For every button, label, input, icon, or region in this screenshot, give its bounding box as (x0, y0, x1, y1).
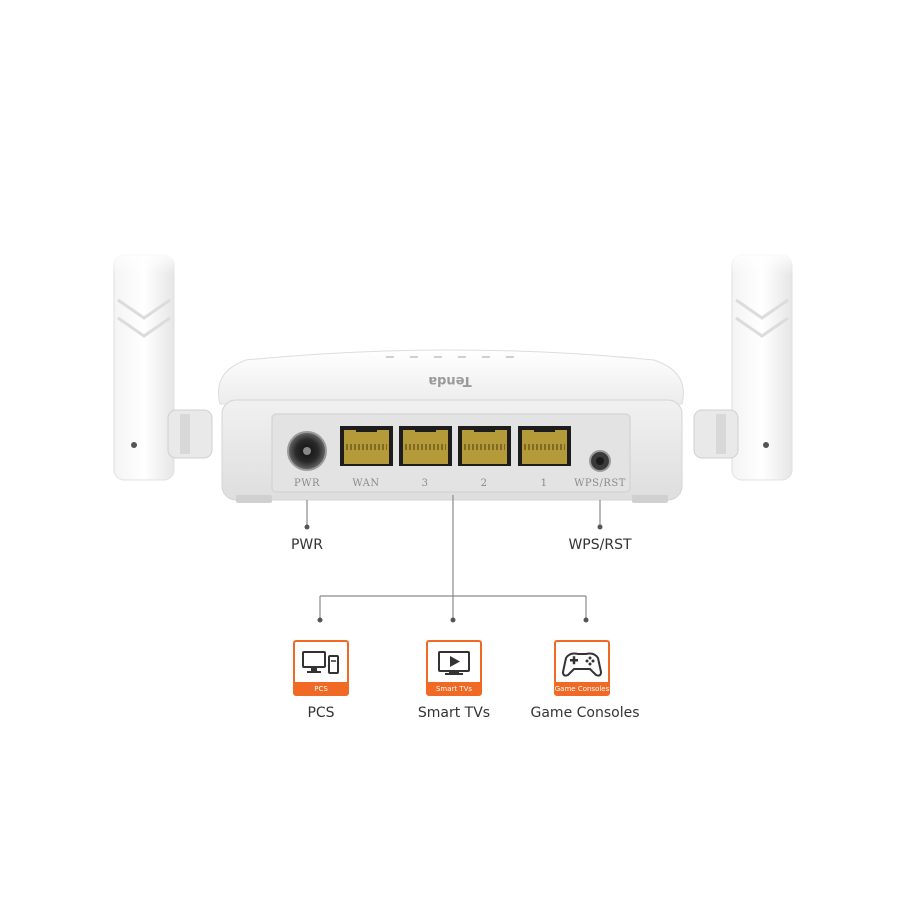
right-antenna (693, 250, 794, 481)
brand-logo: Tenda (428, 373, 471, 388)
port-label-wps-rst: WPS/RST (574, 478, 626, 489)
port-label-pwr: PWR (294, 478, 320, 489)
device-name-game-consoles: Game Consoles (531, 705, 640, 721)
device-name-pcs: PCS (307, 705, 334, 721)
callout-dots (304, 524, 603, 623)
port-label-1: 1 (541, 478, 548, 489)
tv-icon (438, 651, 470, 675)
tile-caption-game-consoles: Game Consoles (555, 685, 610, 693)
ethernet-port-2 (458, 426, 511, 466)
port-label-2: 2 (481, 478, 488, 489)
wps-rst-button (589, 450, 611, 472)
power-jack (287, 431, 327, 471)
gamepad-icon (561, 652, 603, 677)
port-label-wan: WAN (352, 478, 379, 489)
svg-text:Tenda: Tenda (428, 373, 471, 388)
ethernet-port-3 (399, 426, 452, 466)
wps-rst-callout-label: WPS/RST (568, 537, 632, 553)
left-antenna (112, 250, 213, 481)
device-tile-game-consoles: Game Consoles (554, 640, 610, 696)
tile-caption-pcs: PCS (314, 685, 328, 693)
pwr-callout-label: PWR (291, 537, 323, 553)
port-label-3: 3 (422, 478, 429, 489)
ethernet-port-wan (340, 426, 393, 466)
device-tile-pcs: PCS (293, 640, 349, 696)
ethernet-port-1 (518, 426, 571, 466)
tile-caption-smart-tvs: Smart TVs (436, 685, 472, 693)
callout-lines (306, 495, 601, 620)
device-name-smart-tvs: Smart TVs (418, 705, 490, 721)
pc-icon (302, 651, 339, 674)
device-tile-smart-tvs: Smart TVs (426, 640, 482, 696)
